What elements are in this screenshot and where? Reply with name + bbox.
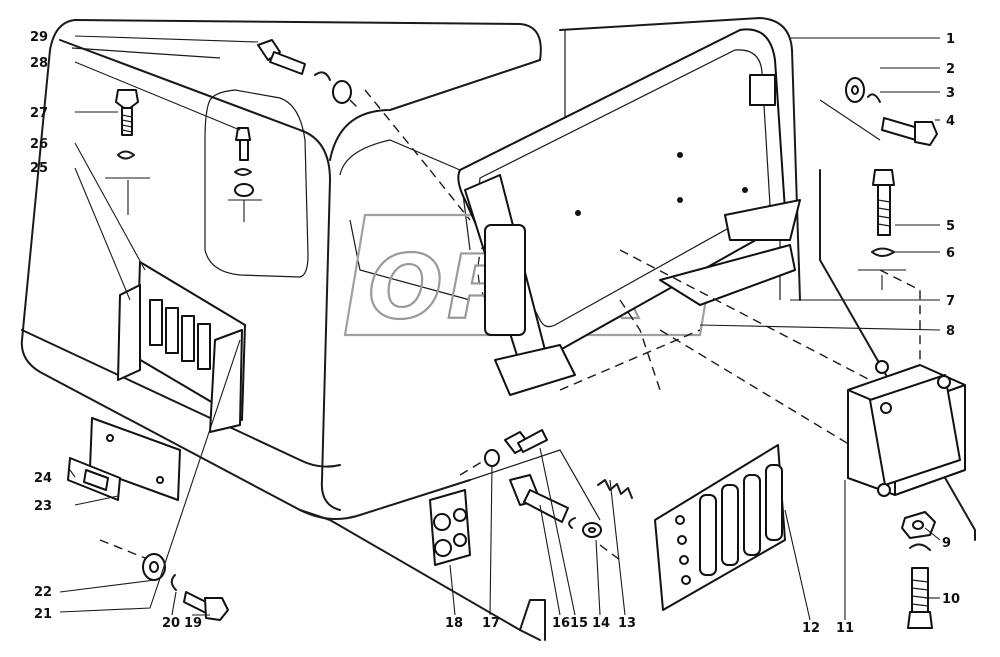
callout-9: 9 [942, 536, 951, 551]
callout-5: 5 [946, 219, 955, 234]
bolt-27 [105, 89, 150, 215]
callout-10: 10 [942, 592, 960, 607]
callout-26: 26 [30, 137, 48, 152]
mounting-bracket [457, 28, 801, 396]
callout-18: 18 [445, 616, 463, 631]
terminal-block-left [117, 261, 246, 433]
callout-13: 13 [618, 616, 636, 631]
connector-plate-left [67, 417, 181, 501]
bolt-set-bottom [142, 553, 229, 621]
callout-27: 27 [30, 106, 48, 121]
assembly-lines [99, 89, 921, 561]
bolt-set-right [858, 169, 906, 290]
callout-25: 25 [30, 161, 48, 176]
callout-1: 1 [946, 32, 955, 47]
callout-3: 3 [946, 86, 955, 101]
bolt-set-bottom-right [901, 511, 936, 629]
callout-24: 24 [34, 471, 52, 486]
callout-15: 15 [570, 616, 588, 631]
callout-19: 19 [184, 616, 202, 631]
callout-7: 7 [946, 294, 955, 309]
callout-23: 23 [34, 499, 52, 514]
callout-20: 20 [162, 616, 180, 631]
bolt-29 [257, 39, 352, 104]
callout-22: 22 [34, 585, 52, 600]
terminal-board-right [654, 444, 786, 611]
callout-12: 12 [802, 621, 820, 636]
callout-6: 6 [946, 246, 955, 261]
callout-21: 21 [34, 607, 52, 622]
bolt-28 [228, 127, 262, 222]
callout-29: 29 [30, 30, 48, 45]
leader-lines [59, 35, 941, 621]
bolt-set-center [504, 429, 602, 538]
bolt-set-upper-right [819, 77, 938, 146]
callout-28: 28 [30, 56, 48, 71]
callout-2: 2 [946, 62, 955, 77]
callout-4: 4 [946, 114, 955, 129]
callout-numbers: 1 2 3 4 5 6 7 8 9 10 11 12 13 14 15 16 1… [30, 30, 960, 636]
callout-11: 11 [836, 621, 854, 636]
callout-16: 16 [552, 616, 570, 631]
spring [597, 479, 633, 499]
callout-14: 14 [592, 616, 610, 631]
connector-block [429, 449, 500, 566]
callout-8: 8 [946, 324, 955, 339]
relay-box [847, 360, 966, 497]
callout-17: 17 [482, 616, 500, 631]
